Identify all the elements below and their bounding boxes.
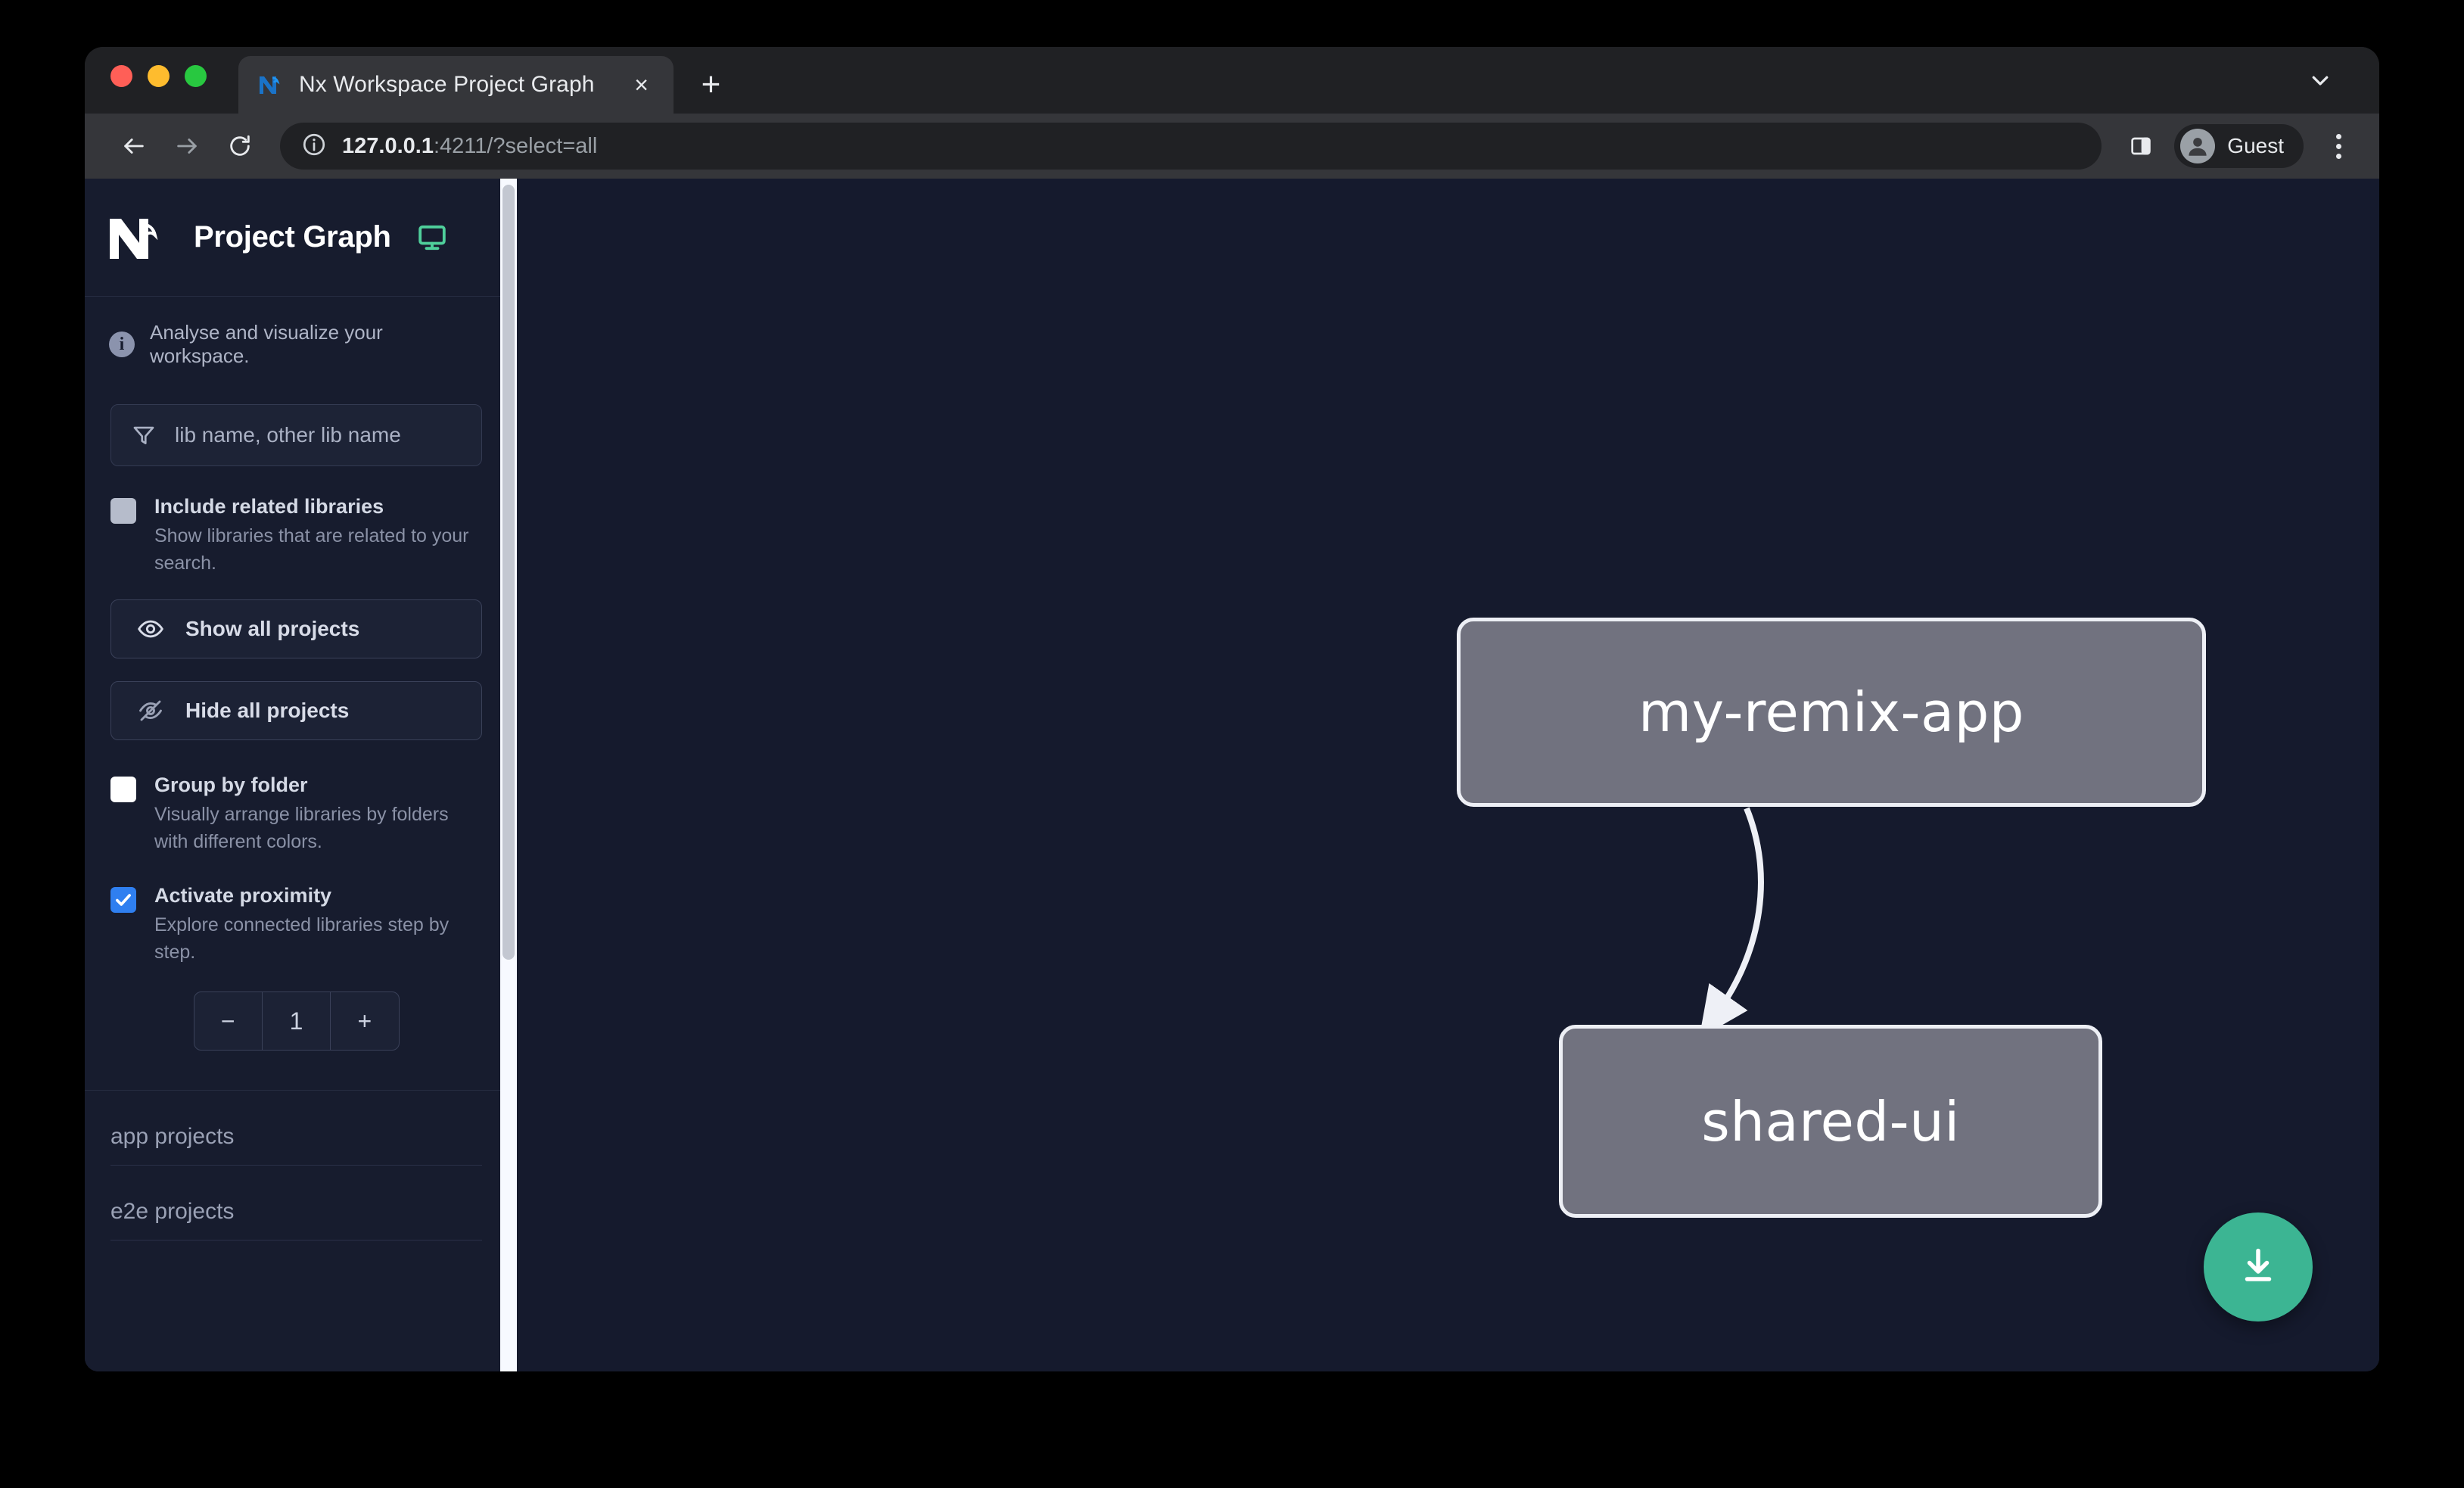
reload-button[interactable] bbox=[216, 123, 263, 170]
browser-tab[interactable]: Nx Workspace Project Graph × bbox=[238, 56, 674, 114]
address-bar[interactable]: 127.0.0.1:4211/?select=all bbox=[280, 123, 2102, 170]
tab-strip: Nx Workspace Project Graph × + bbox=[85, 47, 2379, 114]
show-all-projects-label: Show all projects bbox=[185, 617, 360, 641]
sidebar-header: Project Graph bbox=[85, 179, 508, 297]
info-icon: i bbox=[109, 332, 135, 357]
option-label: Group by folder bbox=[154, 774, 308, 797]
option-label: Activate proximity bbox=[154, 884, 332, 907]
page-content: Project Graph i Analyse and visualize yo… bbox=[85, 179, 2379, 1371]
proximity-stepper: − 1 + bbox=[193, 991, 400, 1051]
tagline-text: Analyse and visualize your workspace. bbox=[150, 321, 383, 367]
tab-title: Nx Workspace Project Graph bbox=[299, 72, 595, 97]
browser-toolbar: 127.0.0.1:4211/?select=all Guest bbox=[85, 114, 2379, 179]
new-tab-button[interactable]: + bbox=[701, 66, 721, 103]
chevron-down-icon[interactable] bbox=[2304, 64, 2337, 97]
site-info-icon[interactable] bbox=[301, 132, 327, 161]
address-bar-url: 127.0.0.1:4211/?select=all bbox=[342, 134, 597, 159]
section-app-projects[interactable]: app projects bbox=[110, 1091, 482, 1166]
search-input[interactable]: lib name, other lib name bbox=[110, 404, 482, 466]
graph-node-shared-ui[interactable]: shared-ui bbox=[1559, 1025, 2102, 1218]
project-sections: app projects e2e projects bbox=[85, 1091, 508, 1241]
proximity-value: 1 bbox=[261, 992, 330, 1051]
funnel-icon bbox=[131, 422, 157, 448]
proximity-increment-button[interactable]: + bbox=[330, 992, 398, 1051]
tagline-row: i Analyse and visualize your workspace. bbox=[85, 297, 508, 368]
option-activate-proximity[interactable]: Activate proximity Explore connected lib… bbox=[110, 884, 482, 966]
nx-favicon bbox=[258, 72, 284, 98]
side-panel-icon[interactable] bbox=[2120, 125, 2162, 167]
window-traffic-lights bbox=[110, 47, 207, 114]
show-all-projects-button[interactable]: Show all projects bbox=[110, 599, 482, 659]
sidebar-divider bbox=[85, 1090, 508, 1091]
sidebar-scrollbar-thumb[interactable] bbox=[502, 185, 515, 960]
monitor-icon[interactable] bbox=[417, 223, 447, 253]
search-input-placeholder: lib name, other lib name bbox=[175, 423, 401, 447]
maximize-window-button[interactable] bbox=[185, 64, 207, 87]
option-description: Show libraries that are related to your … bbox=[154, 525, 469, 574]
include-related-libraries-checkbox[interactable] bbox=[110, 498, 136, 524]
eye-slash-icon bbox=[137, 697, 164, 724]
minimize-window-button[interactable] bbox=[148, 64, 170, 87]
profile-chip[interactable]: Guest bbox=[2174, 124, 2304, 168]
guest-avatar-icon bbox=[2180, 129, 2216, 163]
option-label: Include related libraries bbox=[154, 495, 384, 518]
browser-window: Nx Workspace Project Graph × + bbox=[85, 47, 2379, 1371]
profile-label: Guest bbox=[2227, 134, 2284, 157]
hide-all-projects-label: Hide all projects bbox=[185, 699, 350, 723]
section-e2e-projects[interactable]: e2e projects bbox=[110, 1166, 482, 1241]
activate-proximity-checkbox[interactable] bbox=[110, 887, 136, 914]
three-dot-menu-icon[interactable] bbox=[2317, 125, 2360, 167]
back-button[interactable] bbox=[110, 123, 157, 170]
option-description: Explore connected libraries step by step… bbox=[154, 914, 450, 963]
option-group-by-folder[interactable]: Group by folder Visually arrange librari… bbox=[110, 774, 482, 855]
nx-logo bbox=[107, 214, 173, 261]
option-description: Visually arrange libraries by folders wi… bbox=[154, 804, 449, 852]
close-window-button[interactable] bbox=[110, 64, 132, 87]
sidebar-controls: lib name, other lib name Include related… bbox=[85, 368, 508, 1051]
sidebar: Project Graph i Analyse and visualize yo… bbox=[85, 179, 517, 1371]
forward-button[interactable] bbox=[163, 123, 210, 170]
close-tab-button[interactable]: × bbox=[634, 71, 649, 98]
download-icon bbox=[2235, 1243, 2281, 1292]
project-graph-canvas[interactable]: my-remix-app shared-ui bbox=[509, 179, 2379, 1371]
page-title: Project Graph bbox=[194, 220, 391, 254]
graph-node-my-remix-app[interactable]: my-remix-app bbox=[1457, 618, 2206, 807]
download-image-button[interactable] bbox=[2204, 1213, 2313, 1321]
eye-icon bbox=[137, 615, 164, 643]
group-by-folder-checkbox[interactable] bbox=[110, 777, 136, 803]
sidebar-scrollbar[interactable] bbox=[500, 179, 517, 1371]
proximity-decrement-button[interactable]: − bbox=[220, 1007, 235, 1035]
url-path: :4211/?select=all bbox=[433, 133, 598, 158]
graph-edge-my-remix-app-to-shared-ui bbox=[1699, 807, 1764, 1038]
url-host: 127.0.0.1 bbox=[342, 133, 434, 158]
hide-all-projects-button[interactable]: Hide all projects bbox=[110, 681, 482, 741]
option-include-related-libraries[interactable]: Include related libraries Show libraries… bbox=[110, 495, 482, 577]
